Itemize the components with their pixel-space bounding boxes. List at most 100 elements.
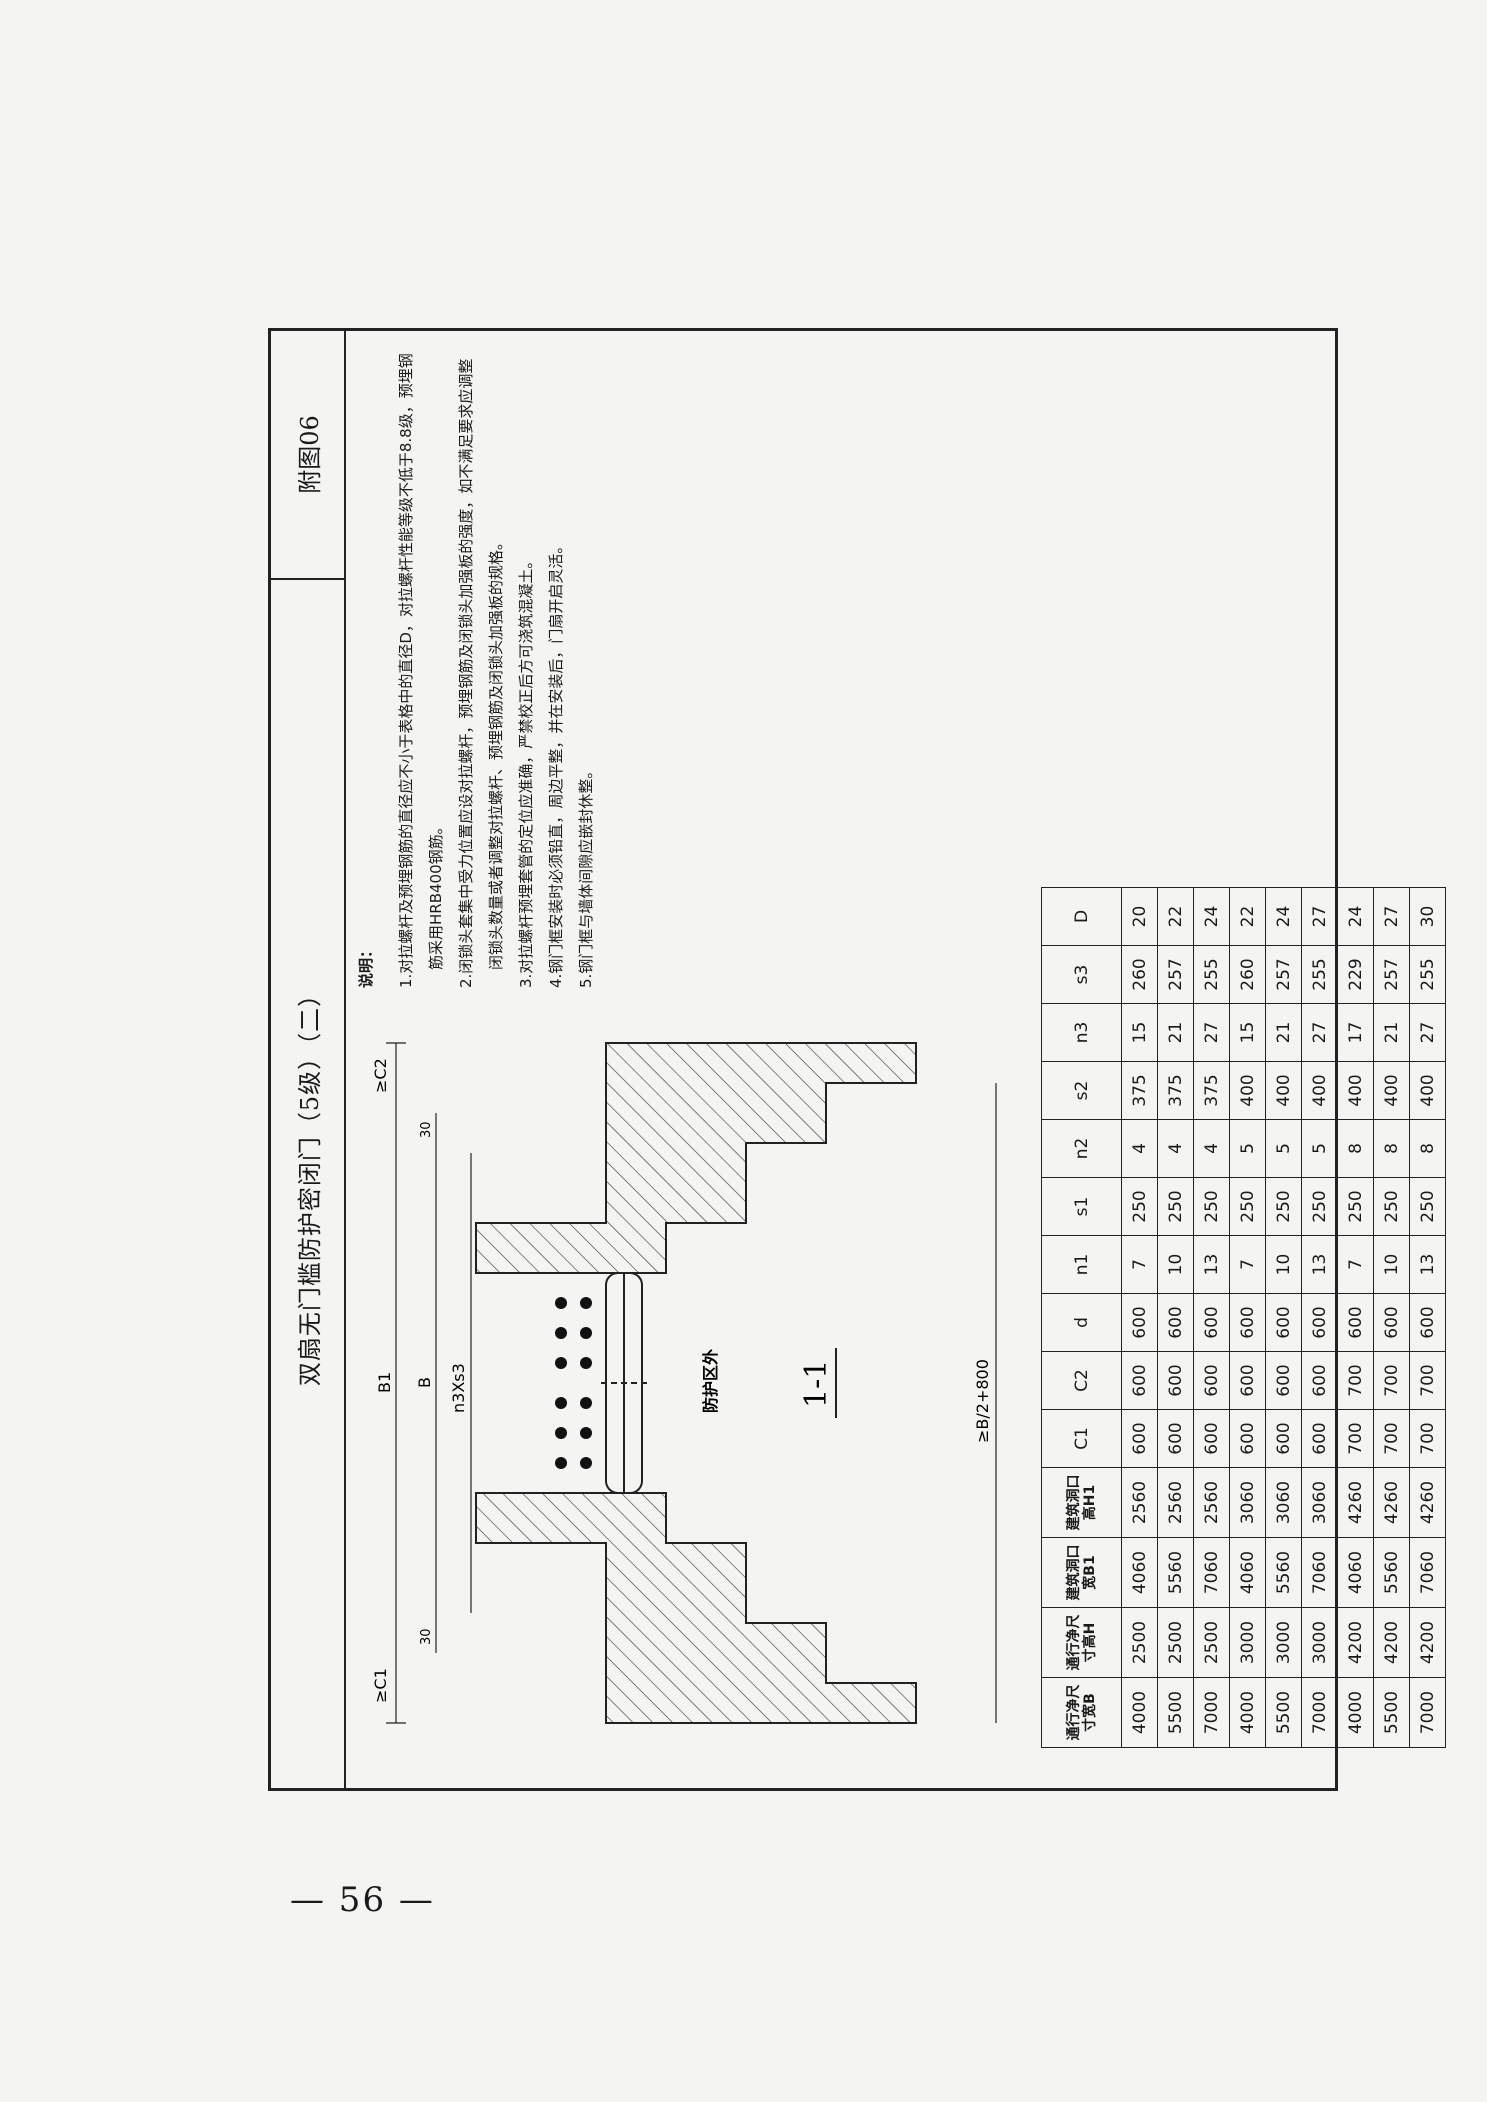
table-cell: 5560: [1265, 1537, 1302, 1608]
table-cell: 5500: [1373, 1677, 1410, 1748]
table-cell: 7: [1229, 1235, 1266, 1294]
table-cell: 7000: [1409, 1677, 1446, 1748]
table-cell: 15: [1229, 1003, 1266, 1062]
table-header-row: 通行净尺寸宽B 通行净尺寸高H 建筑洞口宽B1 建筑洞口高H1 C1 C2 d …: [1041, 887, 1122, 1748]
table-cell: 250: [1157, 1177, 1194, 1236]
table-cell: 600: [1229, 1409, 1266, 1468]
col-header: 通行净尺寸宽B: [1041, 1677, 1122, 1748]
table-cell: 3060: [1229, 1467, 1266, 1538]
page-number: — 56 —: [290, 1880, 435, 1920]
table-cell: 700: [1373, 1351, 1410, 1410]
table-cell: 4260: [1337, 1467, 1374, 1538]
table-cell: 3060: [1265, 1467, 1302, 1538]
table-cell: 4000: [1229, 1677, 1266, 1748]
table-cell: 3060: [1301, 1467, 1338, 1538]
table-cell: 600: [1193, 1351, 1230, 1410]
table-cell: 257: [1373, 945, 1410, 1004]
table-cell: 20: [1121, 887, 1158, 946]
table-cell: 250: [1337, 1177, 1374, 1236]
note-item-4: 4.钢门框安装时必须铅直，周边平整，并在安装后，门扇开启灵活。: [547, 538, 565, 988]
table-cell: 3000: [1301, 1607, 1338, 1678]
note-item-3: 3.对拉螺杆预埋套管的定位应准确，严禁校正后方可浇筑混凝土。: [517, 553, 535, 988]
table-cell: 257: [1157, 945, 1194, 1004]
table-cell: 600: [1373, 1293, 1410, 1352]
table-cell: 24: [1337, 887, 1374, 946]
table-cell: 400: [1373, 1061, 1410, 1120]
table-cell: 700: [1373, 1409, 1410, 1468]
table-cell: 600: [1265, 1293, 1302, 1352]
table-cell: 15: [1121, 1003, 1158, 1062]
table-cell: 600: [1229, 1351, 1266, 1410]
table-cell: 4060: [1121, 1537, 1158, 1608]
table-cell: 7060: [1193, 1537, 1230, 1608]
table-cell: 5500: [1157, 1677, 1194, 1748]
table-cell: 600: [1121, 1293, 1158, 1352]
dim-b1: B1: [375, 1372, 394, 1393]
table-cell: 21: [1373, 1003, 1410, 1062]
table-cell: 600: [1409, 1293, 1446, 1352]
table-cell: 3000: [1229, 1607, 1266, 1678]
table-cell: 27: [1373, 887, 1410, 946]
dim-n3s3: n3Xs3: [449, 1363, 468, 1413]
note-item-1: 1.对拉螺杆及预埋钢筋的直径应不小于表格中的直径D，对拉螺杆性能等级不低于8.8…: [397, 353, 445, 988]
table-cell: 5560: [1373, 1537, 1410, 1608]
table-cell: 27: [1301, 887, 1338, 946]
col-header: 通行净尺寸高H: [1041, 1607, 1122, 1678]
table-cell: 2500: [1157, 1607, 1194, 1678]
table-cell: 250: [1265, 1177, 1302, 1236]
table-cell: 600: [1301, 1351, 1338, 1410]
table-cell: 22: [1229, 887, 1266, 946]
table-cell: 4: [1157, 1119, 1194, 1178]
table-cell: 8: [1409, 1119, 1446, 1178]
table-cell: 5500: [1265, 1677, 1302, 1748]
col-header: C1: [1041, 1409, 1122, 1468]
table-cell: 7: [1337, 1235, 1374, 1294]
table-cell: 30: [1409, 887, 1446, 946]
notes-title: 说明：: [357, 942, 375, 988]
table-cell: 8: [1337, 1119, 1374, 1178]
table-cell: 600: [1193, 1409, 1230, 1468]
sheet-title: 双扇无门槛防护密闭门（5级）（二）: [271, 578, 344, 1788]
table-cell: 17: [1337, 1003, 1374, 1062]
table-cell: 255: [1193, 945, 1230, 1004]
table-cell: 27: [1409, 1003, 1446, 1062]
table-cell: 4060: [1337, 1537, 1374, 1608]
col-header: D: [1041, 887, 1122, 946]
table-cell: 600: [1265, 1351, 1302, 1410]
section-label: 1-1: [799, 1360, 834, 1408]
table-cell: 4260: [1409, 1467, 1446, 1538]
table-cell: 4200: [1373, 1607, 1410, 1678]
note-item-5: 5.钢门框与墙体间隙应嵌封休整。: [577, 763, 595, 988]
table-cell: 27: [1301, 1003, 1338, 1062]
table-cell: 400: [1409, 1061, 1446, 1120]
figure-number: 附图06: [296, 415, 324, 494]
col-header: n2: [1041, 1119, 1122, 1178]
table-cell: 400: [1337, 1061, 1374, 1120]
table-cell: 250: [1193, 1177, 1230, 1236]
table-cell: 4: [1193, 1119, 1230, 1178]
table-cell: 7: [1121, 1235, 1158, 1294]
col-header: s1: [1041, 1177, 1122, 1236]
table-cell: 10: [1373, 1235, 1410, 1294]
table-cell: 7060: [1409, 1537, 1446, 1608]
table-cell: 600: [1157, 1293, 1194, 1352]
table-cell: 250: [1121, 1177, 1158, 1236]
drawing-sheet: 双扇无门槛防护密闭门（5级）（二） 附图06 说明： 1.对拉螺杆及预埋钢筋的直…: [268, 328, 1446, 1791]
table-cell: 21: [1265, 1003, 1302, 1062]
dim-c1: ≥C1: [371, 1668, 390, 1703]
table-cell: 2500: [1121, 1607, 1158, 1678]
col-header: C2: [1041, 1351, 1122, 1410]
table-cell: 7000: [1193, 1677, 1230, 1748]
table-cell: 5: [1265, 1119, 1302, 1178]
table-cell: 4000: [1121, 1677, 1158, 1748]
table-cell: 7060: [1301, 1537, 1338, 1608]
table-cell: 400: [1265, 1061, 1302, 1120]
table-cell: 2560: [1193, 1467, 1230, 1538]
table-cell: 2560: [1157, 1467, 1194, 1538]
table-cell: 4200: [1337, 1607, 1374, 1678]
dim-b: B: [415, 1377, 434, 1388]
dim-30-right: 30: [419, 1121, 434, 1138]
